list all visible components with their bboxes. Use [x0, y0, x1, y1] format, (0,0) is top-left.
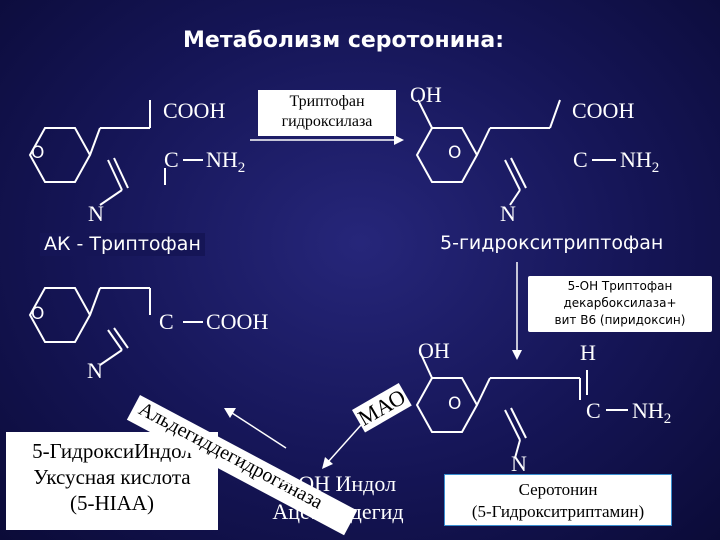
intermediate-name: 5-ОН Индол Ацетальдегид [258, 470, 418, 526]
hydroxylase-line-2: гидроксилаза [281, 113, 373, 130]
hiaa-n: N [87, 358, 103, 383]
hydroxytryptophan-ring-label: O [448, 143, 462, 163]
hiaa-c: C [159, 309, 174, 334]
tryptophan-nh2: NH2 [206, 147, 246, 176]
serotonin-name-line-1: Серотонин [518, 480, 598, 499]
hydroxytryptophan-oh: OH [410, 82, 442, 107]
hiaa-ring-label: O [31, 304, 45, 324]
hydroxytryptophan-benzene-ring [415, 127, 479, 183]
tryptophan-benzene-ring [28, 127, 92, 183]
decarboxylase-line-3: вит В6 (пиридоксин) [554, 313, 686, 327]
hydroxytryptophan-cooh: COOH [572, 98, 635, 123]
hiaa-name-line-3: (5-HIAA) [70, 491, 154, 515]
intermediate-line-2: Ацетальдегид [272, 499, 404, 524]
hiaa-cooh: COOH [206, 309, 269, 334]
tryptophan-c: C [164, 147, 179, 172]
aldh-arrowhead [224, 408, 236, 418]
serotonin-benzene-ring [415, 377, 479, 433]
hiaa-name-line-1: 5-ГидроксиИндол [32, 439, 192, 463]
tryptophan-name: АК - Триптофан [40, 233, 205, 256]
hydroxytryptophan-c: C [573, 147, 588, 172]
decarboxylase-line-2: декарбоксилаза+ [563, 296, 677, 310]
hiaa-benzene-ring [28, 287, 92, 343]
hiaa-name-line-2: Уксусная кислота [33, 465, 191, 489]
serotonin-oh: OH [418, 338, 450, 363]
serotonin-nh2: NH2 [632, 398, 672, 427]
decarboxylase-label: 5-ОН Триптофан декарбоксилаза+ вит В6 (п… [528, 276, 712, 332]
decarboxylase-line-1: 5-ОН Триптофан [567, 279, 673, 293]
aldh-arrow [231, 412, 287, 449]
mao-arrowhead [322, 457, 333, 469]
hiaa-name: 5-ГидроксиИндол Уксусная кислота (5-HIAA… [6, 432, 218, 530]
serotonin-n: N [511, 451, 527, 476]
intermediate-line-1: 5-ОН Индол [279, 471, 397, 496]
hydroxylase-arrowhead [394, 135, 404, 145]
hydroxylase-label: Триптофан гидроксилаза [258, 90, 396, 136]
hydroxytryptophan-nh2: NH2 [620, 147, 660, 176]
hydroxytryptophan-n: N [500, 201, 516, 226]
hydroxytryptophan-name: 5-гидрокситриптофан [440, 232, 664, 254]
serotonin-ring-label: O [448, 394, 462, 414]
serotonin-h: H [580, 340, 596, 365]
serotonin-name-line-2: (5-Гидрокситриптамин) [471, 502, 645, 521]
decarboxylase-arrowhead [512, 350, 522, 360]
tryptophan-cooh: COOH [163, 98, 226, 123]
tryptophan-ring-label: O [31, 143, 45, 163]
page-title: Метаболизм серотонина: [183, 28, 504, 53]
serotonin-c: C [586, 398, 601, 423]
tryptophan-n: N [88, 201, 104, 226]
serotonin-name: Серотонин (5-Гидрокситриптамин) [444, 474, 672, 526]
hydroxylase-line-1: Триптофан [289, 93, 365, 110]
